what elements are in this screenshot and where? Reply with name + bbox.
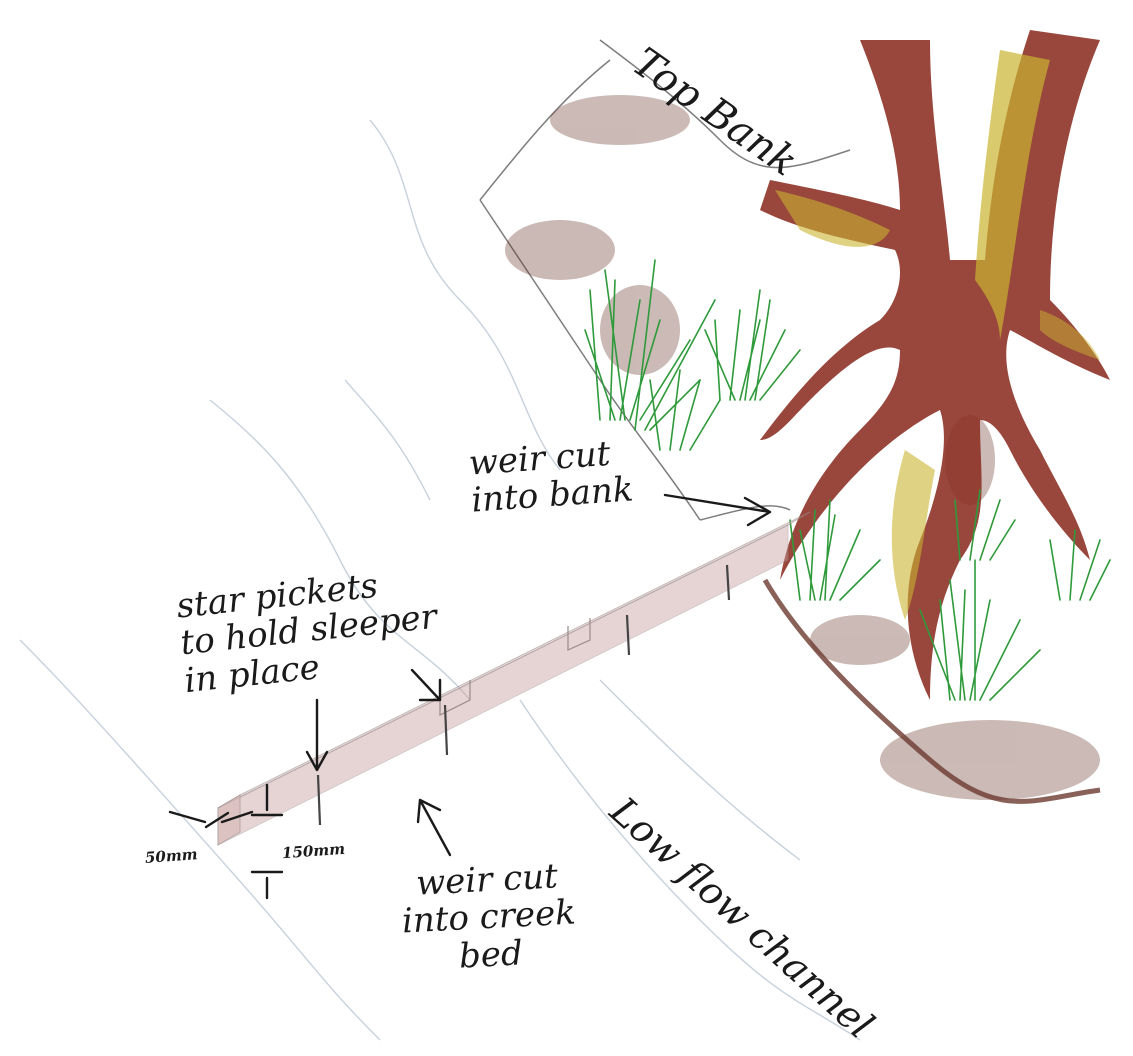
arrow-weir-bank (665, 495, 770, 525)
arrow-star-pickets (307, 700, 327, 770)
weir-cut-creek-label: weir cut into creek bed (399, 858, 578, 979)
arrow-weir-creek (418, 800, 450, 855)
tree (760, 30, 1110, 700)
tree-trunk (760, 30, 1110, 700)
weir-cut-bank-label: weir cut into bank (468, 434, 635, 520)
dimension-50mm-label: 50mm (144, 846, 198, 866)
